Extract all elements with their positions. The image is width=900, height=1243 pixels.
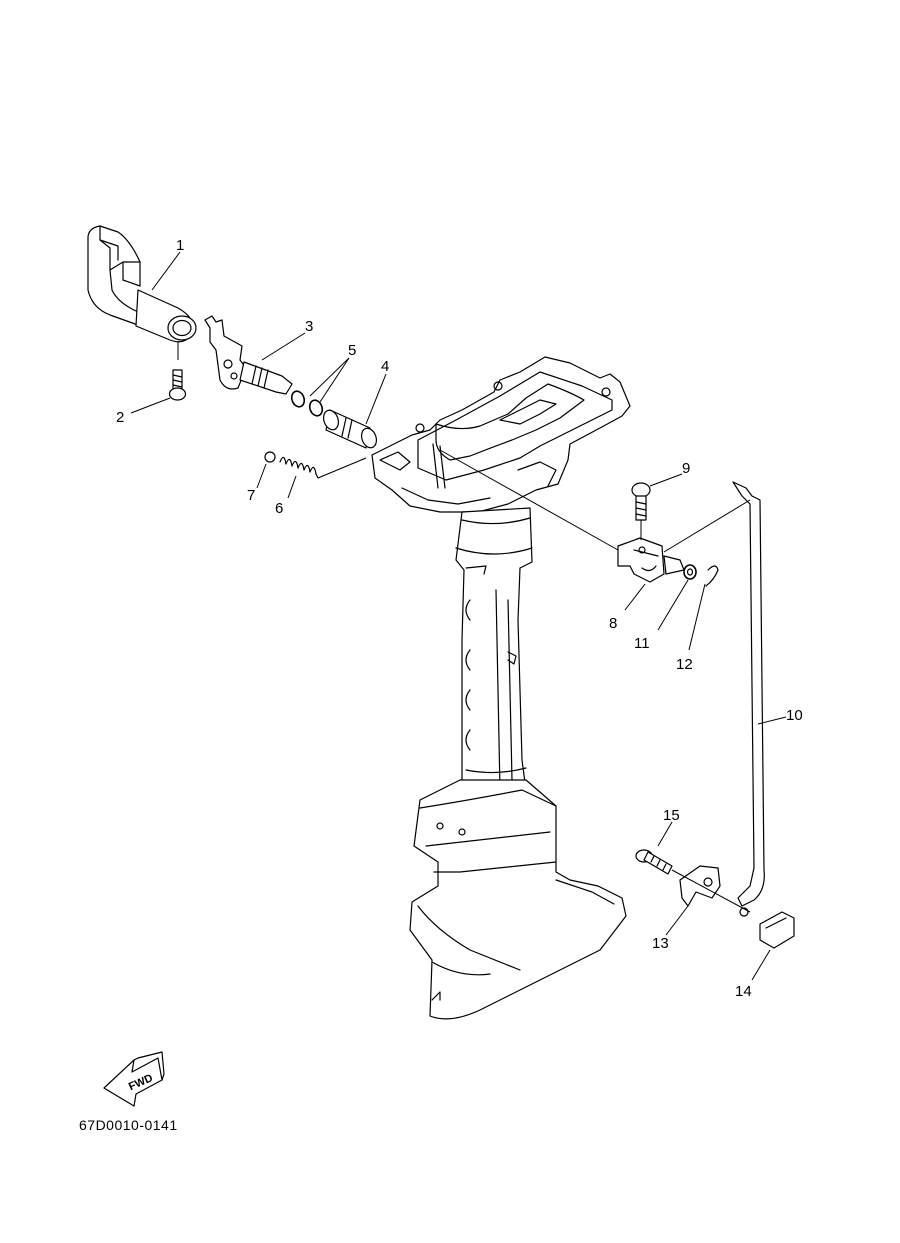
callout-9: 9 bbox=[682, 460, 690, 477]
cotter-pin-part-12 bbox=[705, 565, 719, 587]
washer-part-11 bbox=[683, 564, 697, 580]
bolt-part-15 bbox=[635, 849, 673, 875]
clip-part-14 bbox=[739, 907, 795, 949]
drawing-code: 67D0010-0141 bbox=[79, 1117, 178, 1133]
callout-10: 10 bbox=[786, 707, 803, 724]
bushing-part-4 bbox=[322, 409, 378, 449]
spring-part-6 bbox=[279, 456, 367, 479]
callout-5: 5 bbox=[348, 342, 356, 359]
screw-part-2 bbox=[168, 369, 187, 401]
callout-11: 11 bbox=[634, 635, 650, 652]
callout-3: 3 bbox=[305, 318, 313, 335]
callout-8: 8 bbox=[609, 615, 617, 632]
leader-lines bbox=[130, 251, 787, 981]
drive-shaft-housing bbox=[455, 507, 533, 811]
callout-labels: 1 2 3 5 4 7 6 9 8 11 12 10 15 13 14 bbox=[116, 237, 803, 1000]
callout-2: 2 bbox=[116, 409, 124, 426]
callout-6: 6 bbox=[275, 500, 283, 517]
o-rings-part-5 bbox=[290, 390, 324, 417]
callout-4: 4 bbox=[381, 358, 389, 375]
callout-13: 13 bbox=[652, 935, 669, 952]
callout-7: 7 bbox=[247, 487, 255, 504]
shift-shaft-part-3 bbox=[204, 315, 293, 395]
bolt-part-9 bbox=[631, 482, 651, 540]
callout-15: 15 bbox=[663, 807, 680, 824]
fwd-arrow-icon: FWD bbox=[103, 1051, 165, 1107]
ball-part-7 bbox=[264, 451, 276, 463]
callout-1: 1 bbox=[176, 237, 184, 254]
callout-14: 14 bbox=[735, 983, 752, 1000]
upper-casing-plate bbox=[371, 356, 631, 513]
shift-rod-part-10 bbox=[663, 481, 765, 907]
bracket-part-8 bbox=[439, 449, 685, 583]
rod-holder-part-13 bbox=[671, 865, 751, 913]
lower-unit-casing bbox=[409, 779, 627, 1020]
callout-12: 12 bbox=[676, 656, 693, 673]
shift-lever-part-1 bbox=[87, 225, 197, 360]
